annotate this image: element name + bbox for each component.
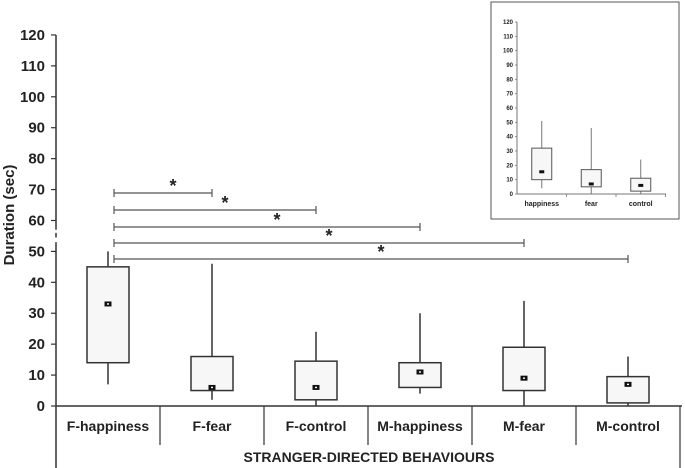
y-tick-label: 30 (28, 305, 45, 322)
significance-asterisk: * (169, 176, 176, 196)
y-tick-label: 110 (21, 58, 45, 75)
inset-median-marker (539, 170, 545, 174)
category-label: M-control (596, 418, 660, 434)
inset-y-tick-label: 10 (506, 178, 513, 184)
inset-category-label: control (629, 201, 653, 208)
median-marker-dot (107, 303, 109, 305)
y-tick-label: 80 (28, 151, 45, 168)
x-axis-label: STRANGER-DIRECTED BEHAVIOURS (244, 449, 495, 465)
median-marker-dot (211, 386, 213, 389)
significance-asterisk: * (377, 242, 384, 262)
inset-y-tick-label: 120 (503, 20, 514, 26)
y-tick-label: 100 (20, 89, 45, 106)
y-tick-label: 40 (28, 274, 45, 291)
category-label: F-happiness (67, 418, 150, 434)
box (606, 375, 650, 404)
significance-asterisk: * (325, 226, 332, 246)
category-label: M-happiness (377, 418, 463, 434)
inset-y-tick-label: 100 (503, 49, 514, 55)
y-tick-label: 20 (28, 336, 45, 353)
inset-y-tick-label: 80 (506, 77, 513, 83)
inset-y-tick-label: 60 (506, 106, 513, 112)
inset-y-tick-label: 110 (503, 34, 513, 40)
inset-y-tick-label: 90 (506, 63, 513, 69)
y-axis-label: Duration (sec) (1, 165, 18, 266)
category-label: M-fear (503, 418, 546, 434)
category-label: F-fear (193, 418, 232, 434)
y-tick-label: 0 (37, 398, 45, 415)
inset-category-label: happiness (524, 201, 559, 208)
box (398, 361, 442, 389)
median-marker-dot (627, 383, 629, 386)
y-tick-label: 120 (20, 27, 45, 44)
median-marker-dot (523, 377, 525, 379)
inset-box (531, 147, 553, 181)
box (502, 346, 546, 392)
median-marker-dot (315, 386, 317, 389)
category-label: F-control (286, 418, 347, 434)
inset-y-tick-label: 50 (506, 120, 513, 126)
y-tick-label: 70 (28, 182, 45, 199)
inset-category-label: fear (585, 201, 598, 208)
box (86, 266, 130, 364)
significance-asterisk: * (221, 193, 228, 213)
significance-asterisk: * (273, 210, 280, 230)
inset-y-tick-label: 20 (506, 163, 513, 169)
y-tick-label: 10 (28, 367, 45, 384)
box (190, 355, 234, 392)
box (294, 360, 338, 401)
y-tick-label: 90 (28, 120, 45, 137)
inset-y-tick-label: 0 (510, 192, 514, 198)
inset-median-marker (638, 183, 644, 187)
inset-median-marker (588, 182, 594, 186)
inset-y-tick-label: 30 (506, 149, 513, 155)
inset-y-tick-label: 40 (506, 135, 513, 141)
median-marker-dot (419, 371, 421, 373)
y-tick-label: 60 (28, 212, 45, 229)
inset-box (580, 169, 602, 188)
y-tick-label: 50 (28, 243, 45, 260)
inset-y-tick-label: 70 (506, 92, 513, 98)
